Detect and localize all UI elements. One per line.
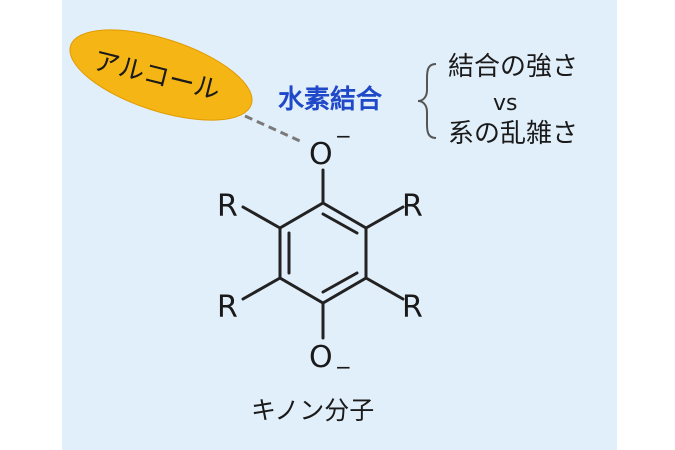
bond-r-top-left (241, 205, 282, 230)
substituent-r-bottom-left: R (217, 290, 238, 325)
bond-r-bottom-right (364, 276, 405, 301)
substituent-r-top-left: R (217, 189, 238, 224)
molecule-name-label: キノン分子 (251, 396, 375, 425)
top-oxygen-charge: − (335, 124, 352, 148)
alcohol-ellipse (69, 29, 253, 121)
bond-r-bottom-left (241, 276, 282, 301)
ring-inner-bond-2 (321, 271, 359, 294)
substituent-r-top-right: R (402, 189, 423, 224)
bracket-bottom-text: 系の乱雑さ (448, 119, 579, 149)
ring-outer-bonds (278, 201, 368, 305)
quinone-ring (241, 168, 405, 340)
substituent-r-bottom-right: R (402, 290, 423, 325)
bond-r-top-right (364, 205, 405, 230)
bracket-top-text: 結合の強さ (448, 52, 579, 82)
bracket-middle-text: vs (493, 91, 518, 116)
hydrogen-bond-label: 水素結合 (278, 85, 383, 115)
curly-bracket (417, 63, 437, 139)
bottom-oxygen-charge: − (335, 355, 352, 379)
top-oxygen-label: O (309, 137, 333, 172)
ring-inner-bond-1 (321, 212, 359, 235)
bottom-oxygen-label: O (309, 340, 333, 375)
hydrogen-bond-dashed-line (244, 114, 301, 143)
